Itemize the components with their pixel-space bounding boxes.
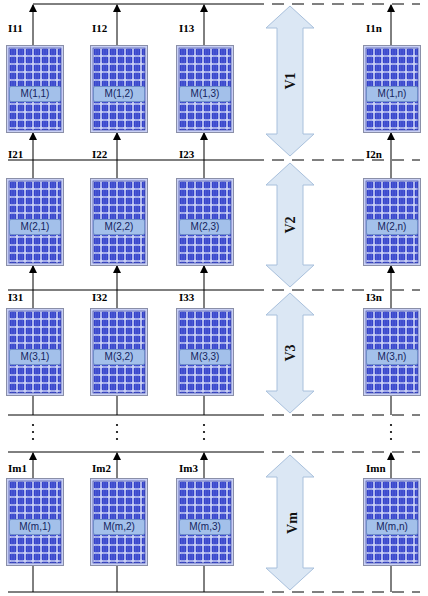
voltage-label: V3 bbox=[283, 344, 299, 361]
series-wire bbox=[117, 133, 118, 178]
current-label: I33 bbox=[179, 291, 194, 303]
series-wire bbox=[33, 266, 34, 308]
series-wire bbox=[117, 266, 118, 308]
pv-module: M(2,n) bbox=[363, 178, 421, 266]
module-label: M(1,1) bbox=[9, 86, 61, 102]
current-label: I3n bbox=[366, 291, 382, 303]
current-label: I31 bbox=[8, 291, 23, 303]
current-label: Imn bbox=[366, 462, 386, 474]
current-label: Im3 bbox=[179, 462, 198, 474]
layout-arrows bbox=[32, 5, 392, 592]
pv-module: M(3,2) bbox=[90, 308, 148, 396]
voltage-label: V1 bbox=[283, 72, 299, 89]
pv-module: M(2,1) bbox=[6, 178, 64, 266]
series-wire bbox=[204, 266, 205, 308]
module-label: M(1,2) bbox=[93, 86, 145, 102]
pv-module: M(1,n) bbox=[363, 45, 421, 133]
pv-module: M(m,n) bbox=[363, 478, 421, 566]
current-label: I22 bbox=[92, 148, 107, 160]
current-label: I32 bbox=[92, 291, 107, 303]
module-label: M(2,1) bbox=[9, 219, 61, 235]
current-label: I11 bbox=[8, 22, 23, 34]
module-label: M(m,1) bbox=[9, 519, 61, 535]
pv-module: M(2,3) bbox=[176, 178, 234, 266]
current-label: I12 bbox=[92, 22, 107, 34]
current-label: I2n bbox=[366, 148, 382, 160]
module-label: M(2,2) bbox=[93, 219, 145, 235]
pv-module: M(1,1) bbox=[6, 45, 64, 133]
pv-module: M(3,n) bbox=[363, 308, 421, 396]
module-label: M(3,n) bbox=[366, 349, 418, 365]
module-label: M(1,n) bbox=[366, 86, 418, 102]
pv-module: M(m,1) bbox=[6, 478, 64, 566]
series-wire bbox=[391, 133, 392, 178]
current-label: Im2 bbox=[92, 462, 111, 474]
current-label: I1n bbox=[366, 22, 382, 34]
bus-lines bbox=[8, 4, 420, 592]
module-label: M(3,3) bbox=[179, 349, 231, 365]
pv-module: M(m,2) bbox=[90, 478, 148, 566]
pv-module: M(3,3) bbox=[176, 308, 234, 396]
voltage-label: V2 bbox=[283, 216, 299, 233]
module-label: M(3,2) bbox=[93, 349, 145, 365]
current-label: I21 bbox=[8, 148, 23, 160]
current-label: I13 bbox=[179, 22, 194, 34]
pv-module: M(m,3) bbox=[176, 478, 234, 566]
pv-module: M(2,2) bbox=[90, 178, 148, 266]
current-label: I23 bbox=[179, 148, 194, 160]
series-wire bbox=[33, 133, 34, 178]
series-wire bbox=[204, 133, 205, 178]
pv-module: M(3,1) bbox=[6, 308, 64, 396]
pv-module: M(1,2) bbox=[90, 45, 148, 133]
module-label: M(m,3) bbox=[179, 519, 231, 535]
module-label: M(2,n) bbox=[366, 219, 418, 235]
module-label: M(m,2) bbox=[93, 519, 145, 535]
module-label: M(3,1) bbox=[9, 349, 61, 365]
module-label: M(m,n) bbox=[366, 519, 418, 535]
voltage-arrows bbox=[266, 6, 314, 590]
voltage-label: Vm bbox=[285, 512, 301, 534]
pv-module: M(1,3) bbox=[176, 45, 234, 133]
module-label: M(2,3) bbox=[179, 219, 231, 235]
current-label: Im1 bbox=[8, 462, 27, 474]
module-label: M(1,3) bbox=[179, 86, 231, 102]
series-wire bbox=[391, 266, 392, 308]
